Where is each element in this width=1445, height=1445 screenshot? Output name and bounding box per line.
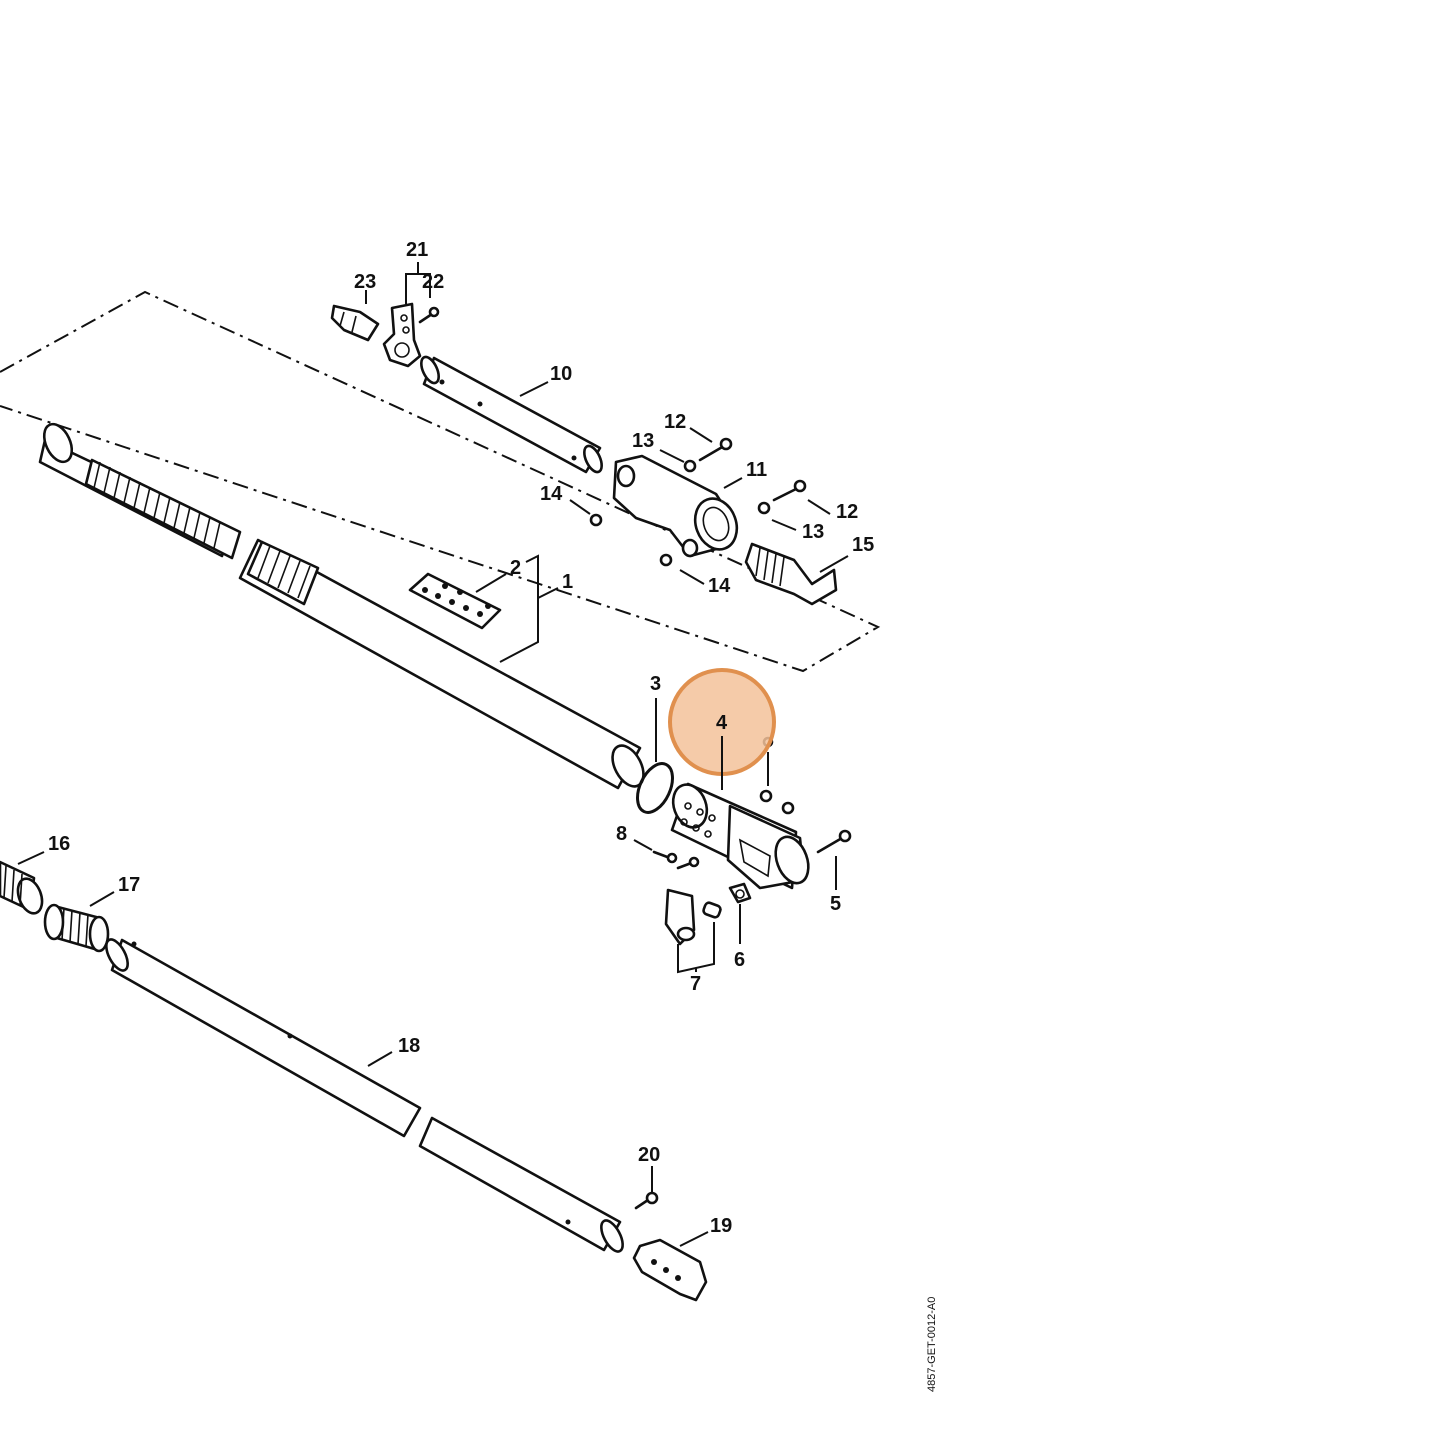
part-4-clamp-housing[interactable] bbox=[667, 780, 814, 890]
label-1[interactable]: 1 bbox=[562, 571, 573, 593]
label-7[interactable]: 7 bbox=[690, 973, 701, 995]
part-14-nut-upper[interactable] bbox=[589, 513, 603, 527]
label-22[interactable]: 22 bbox=[422, 271, 444, 293]
part-6-clip[interactable] bbox=[728, 882, 752, 904]
part-15-clamp[interactable] bbox=[744, 542, 838, 606]
part-18-drive-shaft[interactable] bbox=[102, 936, 627, 1255]
label-13-upper[interactable]: 13 bbox=[632, 430, 654, 452]
part-12-screw-upper[interactable] bbox=[698, 437, 733, 462]
label-16[interactable]: 16 bbox=[48, 833, 70, 855]
part-12-screw-lower[interactable] bbox=[772, 479, 807, 502]
part-11-handle-housing[interactable] bbox=[612, 454, 744, 558]
part-2-label[interactable] bbox=[408, 572, 502, 630]
part-4-nuts[interactable] bbox=[759, 736, 795, 815]
part-13-washer-lower[interactable] bbox=[757, 501, 771, 515]
part-22-screw[interactable] bbox=[418, 306, 440, 324]
label-18[interactable]: 18 bbox=[398, 1035, 420, 1057]
part-10-handle-tube[interactable] bbox=[418, 354, 606, 474]
part-23-barrier[interactable] bbox=[330, 304, 380, 342]
part-7-pawl-set[interactable] bbox=[664, 888, 722, 946]
part-19-end-cap[interactable] bbox=[632, 1238, 708, 1302]
label-3[interactable]: 3 bbox=[650, 673, 661, 695]
part-1-drive-tube[interactable] bbox=[38, 420, 650, 792]
label-12-upper[interactable]: 12 bbox=[664, 411, 686, 433]
label-13-lower[interactable]: 13 bbox=[802, 521, 824, 543]
part-20-screw[interactable] bbox=[634, 1191, 659, 1210]
label-12-lower[interactable]: 12 bbox=[836, 501, 858, 523]
label-20[interactable]: 20 bbox=[638, 1144, 660, 1166]
document-code: 4857-GET-0012-A0 bbox=[926, 1297, 938, 1392]
part-21-loop-handle-clamp[interactable] bbox=[382, 302, 422, 368]
part-13-washer-upper[interactable] bbox=[683, 459, 697, 473]
part-16-shaft-end[interactable] bbox=[0, 860, 46, 917]
label-23[interactable]: 23 bbox=[354, 271, 376, 293]
part-17-coupling-sleeve[interactable] bbox=[43, 903, 110, 953]
part-labels: 21 22 23 10 12 13 11 12 13 14 14 15 2 1 … bbox=[48, 239, 874, 1237]
part-8-screws[interactable] bbox=[652, 850, 700, 870]
label-2[interactable]: 2 bbox=[510, 557, 521, 579]
label-4[interactable]: 4 bbox=[716, 712, 728, 734]
assembly-boundary bbox=[0, 290, 881, 673]
label-15[interactable]: 15 bbox=[852, 534, 874, 556]
label-11[interactable]: 11 bbox=[746, 459, 767, 481]
label-19[interactable]: 19 bbox=[710, 1215, 732, 1237]
label-14-lower[interactable]: 14 bbox=[708, 575, 731, 597]
part-14-nut-lower[interactable] bbox=[659, 553, 673, 567]
part-3-o-ring[interactable] bbox=[630, 758, 679, 818]
label-10[interactable]: 10 bbox=[550, 363, 572, 385]
label-8[interactable]: 8 bbox=[616, 823, 627, 845]
label-5[interactable]: 5 bbox=[830, 893, 841, 915]
part-5-screw[interactable] bbox=[816, 829, 852, 854]
label-14-upper[interactable]: 14 bbox=[540, 483, 563, 505]
leader-lines bbox=[17, 262, 849, 1247]
label-6[interactable]: 6 bbox=[734, 949, 745, 971]
label-17[interactable]: 17 bbox=[118, 874, 140, 896]
label-21[interactable]: 21 bbox=[406, 239, 428, 261]
